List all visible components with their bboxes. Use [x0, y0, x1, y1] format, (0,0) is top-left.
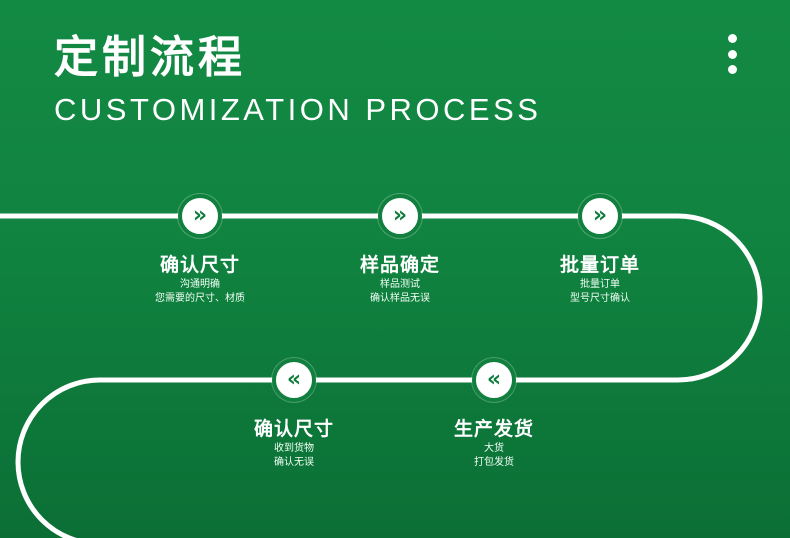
step-desc: 型号尺寸确认: [570, 293, 630, 304]
chevron-left-icon: «: [272, 358, 316, 402]
step-desc: 沟通明确: [180, 279, 220, 290]
track-path: [0, 213, 763, 538]
step-title: 生产发货: [453, 418, 534, 440]
more-menu-icon[interactable]: [724, 34, 740, 74]
step-title: 确认尺寸: [253, 418, 334, 440]
step-desc: 确认无误: [274, 457, 314, 468]
page-title-en: CUSTOMIZATION PROCESS: [54, 92, 542, 127]
step-desc: 批量订单: [580, 279, 620, 290]
menu-dot: [727, 34, 737, 43]
step-title: 批量订单: [559, 254, 640, 276]
chevron-left-icon: «: [472, 358, 516, 402]
menu-dot: [727, 65, 737, 74]
step-receive-confirm: 确认尺寸 收到货物 确认无误: [204, 416, 384, 470]
chevron-right-icon: »: [578, 194, 622, 238]
chevron-right-icon: »: [178, 194, 222, 238]
step-desc: 确认样品无误: [370, 293, 430, 304]
menu-dot: [727, 49, 737, 59]
step-sample-confirm: 样品确定 样品测试 确认样品无误: [310, 252, 490, 306]
step-title: 确认尺寸: [159, 254, 240, 276]
step-desc: 大货: [484, 443, 504, 454]
step-desc: 您需要的尺寸、材质: [155, 293, 245, 304]
step-title: 样品确定: [359, 254, 440, 276]
step-bulk-order: 批量订单 批量订单 型号尺寸确认: [510, 252, 690, 306]
chevron-right-icon: »: [378, 194, 422, 238]
step-confirm-size: 确认尺寸 沟通明确 您需要的尺寸、材质: [110, 252, 290, 306]
step-production-ship: 生产发货 大货 打包发货: [404, 416, 584, 470]
step-desc: 样品测试: [380, 279, 420, 290]
step-desc: 收到货物: [274, 443, 314, 454]
step-desc: 打包发货: [474, 457, 514, 468]
page-title-cn: 定制流程: [54, 32, 246, 83]
